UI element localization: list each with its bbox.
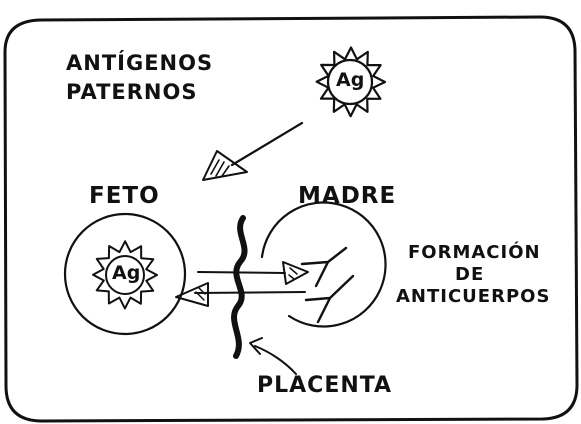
fetus-circle — [63, 212, 187, 336]
fetal-antigen-label: Ag — [112, 262, 141, 284]
paternal-antigen-core — [326, 58, 374, 106]
antibody-y-shape-lower — [304, 274, 355, 324]
label-antigenos: ANTÍGENOS — [66, 51, 214, 75]
label-anticuerpos: ANTICUERPOS — [396, 286, 551, 307]
placenta-wavy-line — [231, 215, 248, 359]
label-paternos: PATERNOS — [66, 80, 198, 104]
label-madre: MADRE — [298, 183, 397, 209]
fetal-antigen-core — [105, 255, 145, 295]
mother-circle — [260, 201, 387, 328]
placenta-pointer-line — [254, 345, 297, 375]
antibody-return-arrowhead-shading — [195, 287, 206, 301]
label-formacion: FORMACIÓN — [408, 242, 541, 263]
label-de: DE — [455, 264, 485, 285]
transfer-arrowhead-to-mother-shading — [288, 267, 298, 280]
antibody-y-shape-upper — [300, 246, 348, 288]
antibody-return-arrowhead — [175, 282, 209, 307]
paternal-arrowhead — [202, 150, 248, 181]
paternal-antigen-label: Ag — [336, 69, 365, 91]
paternal-antigen-spiky-outline — [315, 46, 387, 118]
antibody-return-arrow-line — [194, 291, 306, 294]
label-placenta: PLACENTA — [257, 373, 393, 398]
paternal-arrow-line — [230, 121, 304, 167]
paternal-arrowhead-shading — [210, 159, 230, 177]
transfer-arrowhead-to-mother — [282, 261, 309, 285]
transfer-arrow-to-mother-line — [197, 271, 286, 274]
fetal-antigen-spiky-outline — [92, 240, 158, 310]
frame-border — [3, 15, 579, 423]
label-feto: FETO — [89, 183, 160, 209]
placenta-pointer-arrowhead — [249, 337, 263, 355]
